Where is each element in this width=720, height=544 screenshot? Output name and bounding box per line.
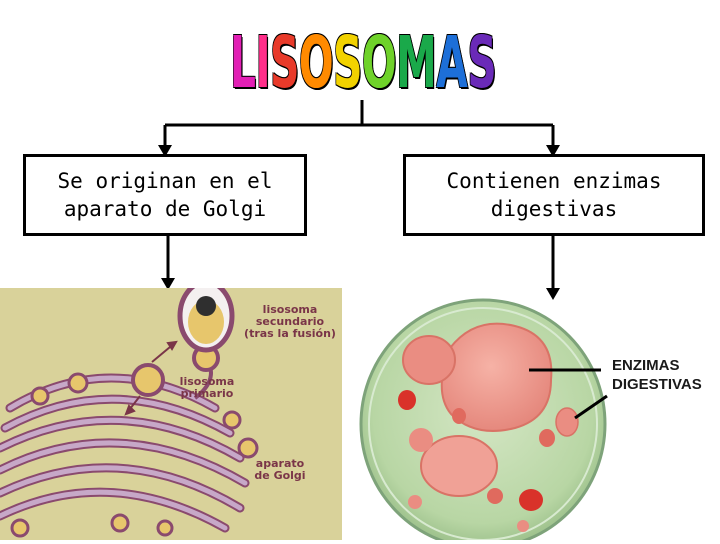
cell-drawing — [359, 298, 608, 544]
origin-box-text: Se originan en el aparato de Golgi — [57, 169, 273, 221]
title-letter: I — [255, 20, 270, 104]
golgi-illustration: lisosoma secundario (tras la fusión) lis… — [0, 288, 342, 540]
golgi-drawing — [0, 288, 259, 538]
title-letter: S — [270, 20, 299, 104]
title-letter: O — [298, 20, 334, 104]
digestive-enzymes-label: ENZIMAS DIGESTIVAS — [612, 357, 702, 393]
enzymes-box-text: Contienen enzimas digestivas — [446, 169, 662, 221]
secondary-lysosome-label: lisosoma secundario (tras la fusión) — [244, 303, 336, 340]
left-branch-arrowhead — [158, 145, 172, 157]
title-letter: S — [333, 20, 362, 104]
title-letter: A — [436, 20, 468, 104]
right-branch-arrowhead — [546, 145, 560, 157]
title-letter: L — [229, 20, 256, 104]
title-letter: O — [361, 20, 397, 104]
cell-illustration — [355, 288, 625, 544]
right-down-arrowhead — [546, 288, 560, 300]
origin-box: Se originan en el aparato de Golgi — [23, 154, 307, 236]
left-down-arrowhead — [161, 278, 175, 290]
golgi-apparatus-label: aparato de Golgi — [254, 457, 306, 482]
enzymes-box: Contienen enzimas digestivas — [403, 154, 705, 236]
title-letter: M — [396, 20, 437, 104]
title-letter: S — [467, 20, 497, 104]
primary-lysosome-label: lisosoma primario — [179, 375, 235, 400]
